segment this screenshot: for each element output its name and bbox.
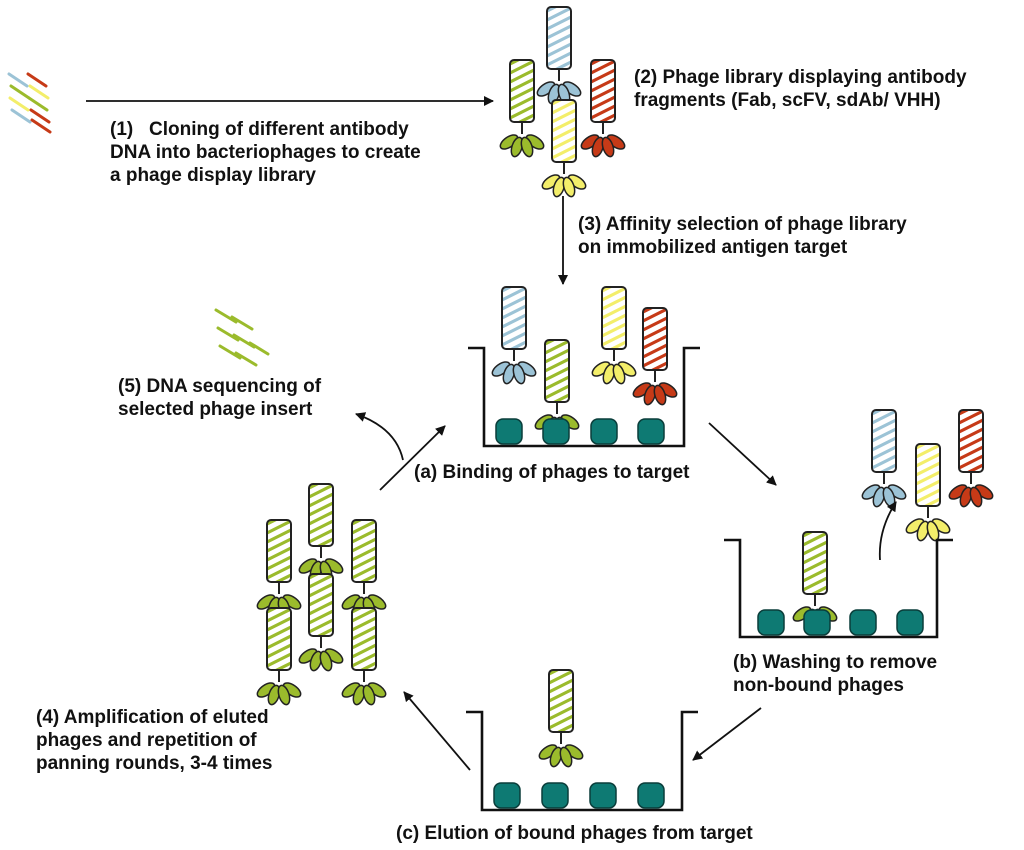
step-1-label: (1) Cloning of different antibody DNA in… — [110, 119, 421, 186]
step-5-label: (5) DNA sequencing of selected phage ins… — [118, 376, 322, 420]
step-c-label: (c) Elution of bound phages from target — [396, 823, 753, 844]
phage-amplified-6 — [341, 607, 387, 706]
arrow-to-amplification — [403, 691, 471, 771]
phage-library-green — [499, 59, 545, 158]
step-3-label: (3) Affinity selection of phage library … — [578, 214, 907, 258]
dna-fragments-mixed — [7, 72, 52, 134]
arrow-to-binding — [379, 425, 446, 491]
step-b-label: (b) Washing to remove non-bound phages — [733, 652, 938, 696]
dna-fragment-layer — [7, 72, 270, 367]
dna-fragments-selected — [214, 308, 270, 367]
washing-well — [724, 538, 953, 639]
phage-binding-yellow — [591, 286, 637, 385]
phage-amplified-4 — [298, 573, 344, 672]
arrow-to-elution — [692, 707, 762, 761]
phage-elution-green — [538, 669, 584, 768]
step-2-label: (2) Phage library displaying antibody fr… — [634, 67, 967, 111]
phage-washed-yellow — [905, 443, 951, 542]
phage-binding-red — [632, 307, 678, 406]
phage-library-yellow — [541, 99, 587, 198]
binding-well — [468, 346, 700, 448]
phage-library-red — [580, 59, 626, 158]
elution-well — [466, 710, 698, 812]
phage-amplified-3 — [341, 519, 387, 618]
step-a-label: (a) Binding of phages to target — [414, 462, 690, 483]
arrow-wash-away — [878, 501, 897, 561]
phage-amplified-5 — [256, 607, 302, 706]
phage-amplified-1 — [298, 483, 344, 582]
phage-washed-red — [948, 409, 994, 508]
step-4-label: (4) Amplification of eluted phages and r… — [36, 707, 273, 774]
well-layer — [466, 346, 953, 812]
phage-washed-blue — [861, 409, 907, 508]
phage-binding-blue — [491, 286, 537, 385]
arrow-to-washing — [708, 422, 777, 486]
phage-layer — [256, 6, 994, 768]
arrow-to-sequencing — [355, 412, 404, 461]
phage-library-blue — [536, 6, 582, 105]
phage-washing-bound-green — [792, 531, 838, 630]
arrow-layer — [86, 96, 897, 771]
